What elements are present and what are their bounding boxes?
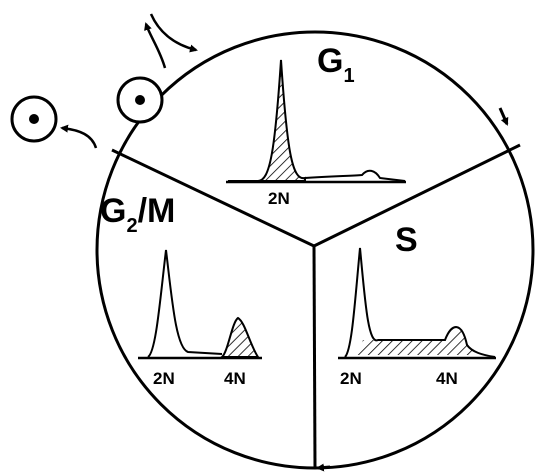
g1-peak-2n [257, 59, 306, 182]
g2m-label: G2/M [100, 192, 175, 237]
g1-label-letter: G [317, 42, 343, 80]
g2m-label-subscript: 2 [126, 215, 137, 237]
division-arrow-left [60, 124, 98, 149]
g2m-tick-2n: 2N [153, 369, 175, 388]
daughter-cell-icon [10, 95, 58, 143]
arrow-icon [149, 13, 198, 53]
g1-tick-2n: 2N [268, 189, 290, 208]
cycle-arrow-bottom [316, 463, 331, 472]
g1-trace [228, 169, 406, 182]
s-label: S [395, 221, 418, 259]
g2m-peak-4n [219, 316, 260, 358]
g1-label: G1 [317, 42, 355, 87]
s-histogram [338, 247, 496, 360]
divider-s-g2m [312, 245, 317, 469]
g2m-tick-4n: 4N [224, 369, 246, 388]
g2m-label-rest: /M [138, 192, 176, 230]
division-arrow-up [144, 22, 167, 69]
divider-g1-s [313, 143, 521, 248]
g2m-trace [147, 249, 223, 358]
divider-g1-g2m [111, 148, 315, 248]
s-fill-area [357, 329, 476, 355]
daughter-cell-icon [116, 76, 164, 124]
cycle-arrow-right [498, 107, 509, 126]
g2m-label-letter: G [100, 192, 126, 230]
g2m-histogram [138, 249, 262, 360]
s-tick-4n: 4N [436, 369, 458, 388]
s-tick-2n: 2N [340, 369, 362, 388]
g1-label-subscript: 1 [343, 65, 354, 87]
s-trace [344, 247, 496, 358]
g1-histogram [226, 59, 406, 184]
